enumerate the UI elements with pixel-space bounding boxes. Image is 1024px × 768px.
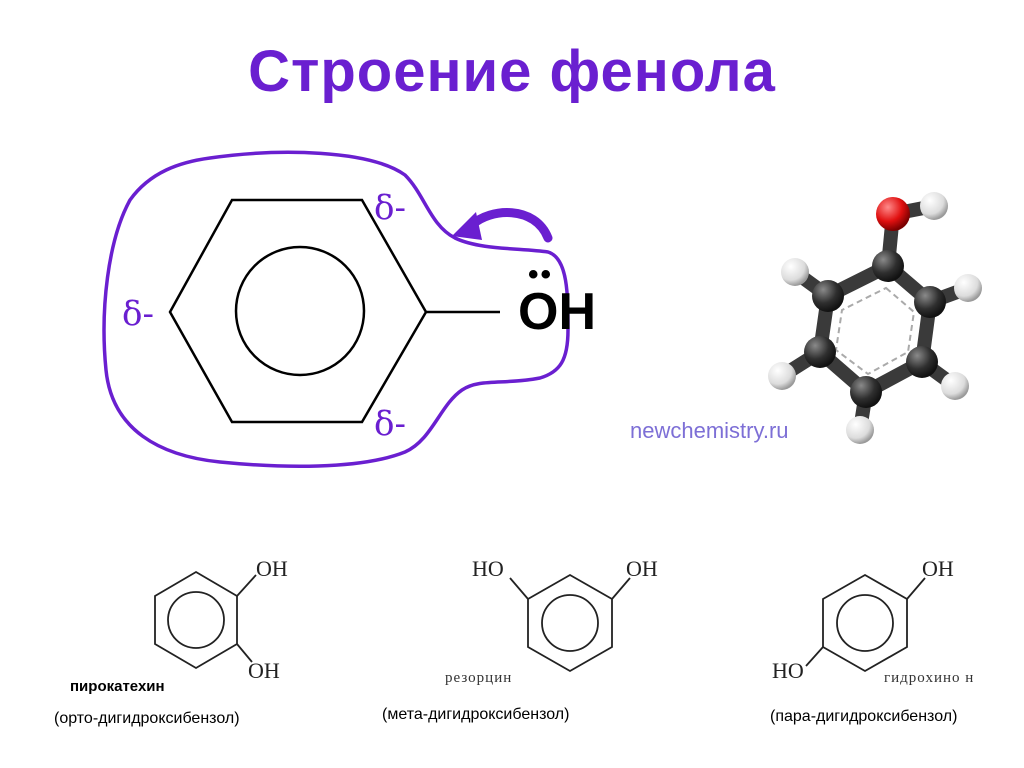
hydrogen-atom	[920, 192, 948, 220]
carbon-atom	[804, 336, 836, 368]
curved-arrow-icon	[467, 208, 553, 243]
hydrogen-atom	[768, 362, 796, 390]
hydrogen-atom	[954, 274, 982, 302]
oxygen-atom	[876, 197, 910, 231]
para-oh-top: OH	[922, 556, 954, 581]
page-title: Строение фенола	[248, 39, 776, 104]
ortho-oh-bottom: OH	[248, 658, 280, 683]
electron-cloud-outline	[102, 150, 570, 469]
meta-caption: (мета-дигидроксибензол)	[382, 706, 570, 723]
para-name: гидрохино н	[884, 670, 975, 686]
carbon-atom	[906, 346, 938, 378]
arrow-head-icon	[452, 212, 482, 240]
model-aromatic-dashes	[834, 286, 916, 376]
delta-charge-bottom: δ-	[374, 404, 406, 444]
ortho-caption: (орто-дигидроксибензол)	[54, 710, 240, 727]
hydroxyl-label: OH	[518, 283, 596, 341]
carbon-atom	[914, 286, 946, 318]
benzene-ring	[168, 198, 428, 424]
hydrogen-atom	[941, 372, 969, 400]
lone-pair-dots: ••	[528, 258, 554, 291]
aromatic-circle	[234, 245, 366, 377]
carbon-atom	[872, 250, 904, 282]
meta-name: резорцин	[445, 670, 513, 686]
ortho-name: пирокатехин	[70, 678, 165, 695]
delta-charge-left: δ-	[122, 294, 154, 334]
meta-ho-left: HO	[472, 556, 504, 581]
ortho-oh-top: OH	[256, 556, 288, 581]
carbon-atom	[850, 376, 882, 408]
para-caption: (пара-дигидроксибензол)	[770, 708, 958, 725]
hydrogen-atom	[781, 258, 809, 286]
para-ho-bottom: HO	[772, 658, 804, 683]
meta-oh-right: OH	[626, 556, 658, 581]
carbon-atom	[812, 280, 844, 312]
watermark-text: newchemistry.ru	[630, 418, 789, 443]
hydrogen-atom	[846, 416, 874, 444]
delta-charge-top: δ-	[374, 188, 406, 228]
